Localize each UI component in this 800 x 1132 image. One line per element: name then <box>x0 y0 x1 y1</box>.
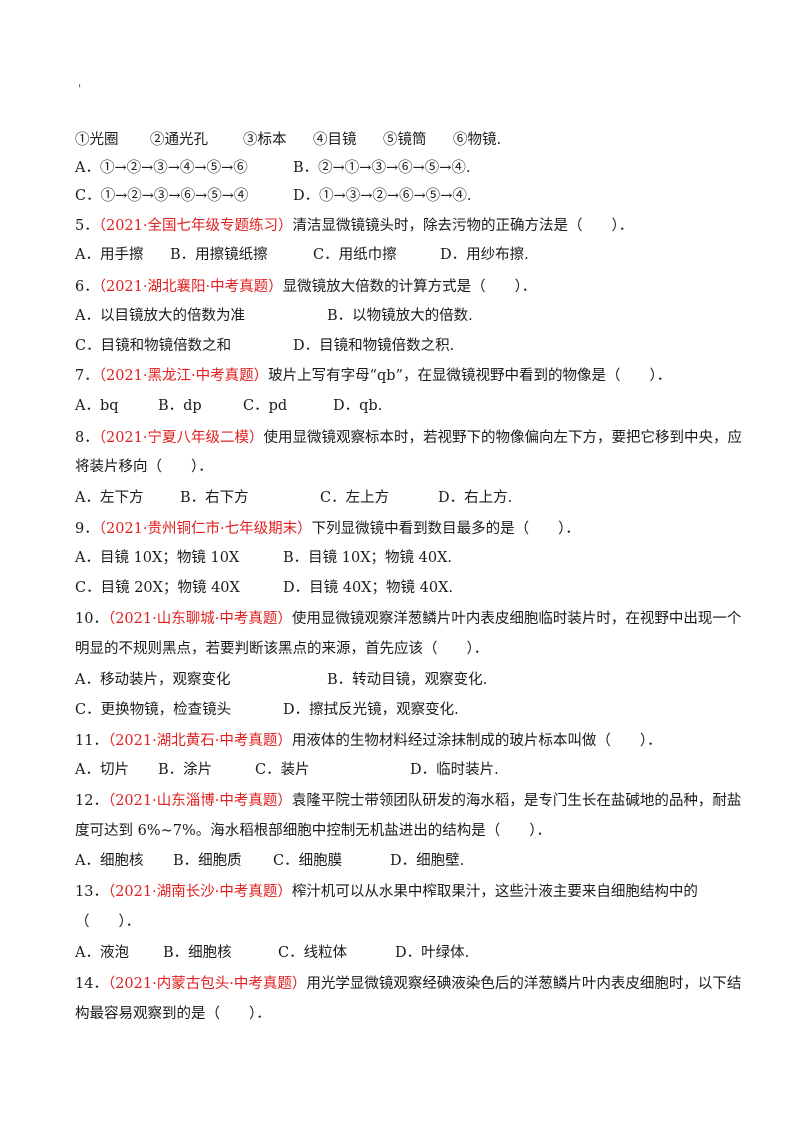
q11-option-c: C．装片 <box>255 762 310 778</box>
q12-number: 12． <box>75 793 108 809</box>
q10-option-d: D．擦拭反光镜，观察变化. <box>283 702 459 718</box>
q6-option-a: A．以目镜放大的倍数为准 <box>75 308 245 324</box>
q8-source: （2021·宁夏八年级二模） <box>98 430 264 446</box>
q4-option-a: A．①→②→③→④→⑤→⑥ <box>75 160 248 176</box>
q12-text-cont: 度可达到 6%~7%。海水稻根部细胞中控制无机盐进出的结构是（ ）． <box>75 823 552 839</box>
q6-text: 显微镜放大倍数的计算方式是（ ）． <box>282 279 537 295</box>
q4-option-b: B．②→①→③→⑥→⑤→④. <box>293 160 471 176</box>
q8-option-c: C．左上方 <box>320 490 390 506</box>
q11-option-d: D．临时装片. <box>410 762 499 778</box>
q12-option-b: B．细胞质 <box>173 853 242 869</box>
q8-stem: 8．（2021·宁夏八年级二模）使用显微镜观察标本时，若视野下的物像偏向左下方，… <box>75 428 742 448</box>
q8-option-b: B．右下方 <box>180 490 249 506</box>
q7-option-c: C．pd <box>243 398 288 414</box>
part-3: ③标本 <box>243 132 287 148</box>
q7-text: 玻片上写有字母“qb”，在显微镜视野中看到的物像是（ ）． <box>268 368 672 384</box>
q5-option-c: C．用纸巾擦 <box>313 247 397 263</box>
q5-stem: 5．（2021·全国七年级专题练习）清洁显微镜镜头时，除去污物的正确方法是（ ）… <box>75 216 633 236</box>
q13-option-d: D．叶绿体. <box>395 945 470 961</box>
q14-source: （2021·内蒙古包头·中考真题） <box>107 976 307 992</box>
q9-source: （2021·贵州铜仁市·七年级期末） <box>98 521 312 537</box>
q12-option-d: D．细胞壁. <box>390 853 465 869</box>
q6-option-d: D．目镜和物镜倍数之积. <box>293 338 455 354</box>
q5-option-b: B．用擦镜纸擦 <box>170 247 268 263</box>
q7-number: 7． <box>75 368 99 384</box>
q12-stem-cont: 度可达到 6%~7%。海水稻根部细胞中控制无机盐进出的结构是（ ）． <box>75 821 551 841</box>
q10-source: （2021·山东聊城·中考真题） <box>107 611 292 627</box>
q10-stem-cont: 明显的不规则黑点，若要判断该黑点的来源，首先应该（ ）． <box>75 639 488 659</box>
q7-option-b: B．dp <box>158 398 202 414</box>
q12-option-a: A．细胞核 <box>75 853 144 869</box>
q9-number: 9． <box>75 521 99 537</box>
q13-stem: 13．（2021·湖南长沙·中考真题）榨汁机可以从水果中榨取果汁，这些汁液主要来… <box>75 882 698 902</box>
q11-option-b: B．涂片 <box>158 762 213 778</box>
q10-option-b: B．转动目镜，观察变化. <box>327 672 488 688</box>
q9-option-b: B．目镜 10X；物镜 40X. <box>283 550 453 566</box>
q13-option-a: A．液泡 <box>75 945 129 961</box>
q11-number: 11． <box>75 733 108 749</box>
q14-number: 14． <box>75 976 108 992</box>
q4-option-d: D．①→③→②→⑥→⑤→④. <box>293 188 472 204</box>
q7-source: （2021·黑龙江·中考真题） <box>98 368 269 384</box>
q9-option-c: C．目镜 20X；物镜 40X <box>75 580 240 596</box>
q11-text: 用液体的生物材料经过涂抹制成的玻片标本叫做（ ）． <box>291 733 662 749</box>
part-1: ①光圈 <box>75 132 119 148</box>
q8-option-d: D．右上方. <box>438 490 513 506</box>
q5-number: 5． <box>75 218 99 234</box>
q8-text-cont: 将装片移向（ ）． <box>75 459 213 475</box>
q8-text: 使用显微镜观察标本时，若视野下的物像偏向左下方，要把它移到中央，应 <box>263 430 743 446</box>
q10-number: 10． <box>75 611 108 627</box>
q5-source: （2021·全国七年级专题练习） <box>98 218 293 234</box>
q10-text: 使用显微镜观察洋葱鳞片叶内表皮细胞临时装片时，在视野中出现一个 <box>291 611 742 627</box>
q6-source: （2021·湖北襄阳·中考真题） <box>98 279 283 295</box>
q8-stem-cont: 将装片移向（ ）． <box>75 457 213 477</box>
q13-number: 13． <box>75 884 108 900</box>
q12-text: 袁隆平院士带领团队研发的海水稻，是专门生长在盐碱地的品种，耐盐 <box>291 793 742 809</box>
q9-option-a: A．目镜 10X；物镜 10X <box>75 550 240 566</box>
q13-source: （2021·湖南长沙·中考真题） <box>107 884 292 900</box>
q12-source: （2021·山东淄博·中考真题） <box>107 793 292 809</box>
q9-stem: 9．（2021·贵州铜仁市·七年级期末）下列显微镜中看到数目最多的是（ ）． <box>75 519 580 539</box>
q13-stem-cont: （ ）． <box>75 912 140 932</box>
q11-source: （2021·湖北黄石·中考真题） <box>107 733 292 749</box>
q10-option-a: A．移动装片，观察变化 <box>75 672 231 688</box>
q13-option-c: C．线粒体 <box>278 945 348 961</box>
part-4: ④目镜 <box>313 132 357 148</box>
q5-option-d: D．用纱布擦. <box>440 247 529 263</box>
q14-stem-cont: 构最容易观察到的是（ ）． <box>75 1004 271 1024</box>
q11-stem: 11．（2021·湖北黄石·中考真题）用液体的生物材料经过涂抹制成的玻片标本叫做… <box>75 731 662 751</box>
q7-option-a: A．bq <box>75 398 119 414</box>
q12-option-c: C．细胞膜 <box>273 853 343 869</box>
q14-text-cont: 构最容易观察到的是（ ）． <box>75 1006 271 1022</box>
q4-option-c: C．①→②→③→⑥→⑤→④ <box>75 188 249 204</box>
q5-option-a: A．用手擦 <box>75 247 144 263</box>
q8-number: 8． <box>75 430 99 446</box>
q7-option-d: D．qb. <box>333 398 383 414</box>
q10-option-c: C．更换物镜，检查镜头 <box>75 702 232 718</box>
q10-stem: 10．（2021·山东聊城·中考真题）使用显微镜观察洋葱鳞片叶内表皮细胞临时装片… <box>75 609 741 629</box>
q9-option-d: D．目镜 40X；物镜 40X. <box>283 580 453 596</box>
top-mark: ' <box>78 82 82 96</box>
q8-option-a: A．左下方 <box>75 490 144 506</box>
q14-text: 用光学显微镜观察经碘液染色后的洋葱鳞片叶内表皮细胞时，以下结 <box>306 976 742 992</box>
q6-option-b: B．以物镜放大的倍数. <box>327 308 473 324</box>
q13-text-cont: （ ）． <box>75 914 141 930</box>
part-6: ⑥物镜. <box>453 132 502 148</box>
q10-text-cont: 明显的不规则黑点，若要判断该黑点的来源，首先应该（ ）． <box>75 641 489 657</box>
part-2: ②通光孔 <box>150 132 208 148</box>
q5-text: 清洁显微镜镜头时，除去污物的正确方法是（ ）． <box>292 218 634 234</box>
q14-stem: 14．（2021·内蒙古包头·中考真题）用光学显微镜观察经碘液染色后的洋葱鳞片叶… <box>75 974 741 994</box>
q13-text: 榨汁机可以从水果中榨取果汁，这些汁液主要来自细胞结构中的 <box>291 884 698 900</box>
q9-text: 下列显微镜中看到数目最多的是（ ）． <box>311 521 580 537</box>
q13-option-b: B．细胞核 <box>163 945 232 961</box>
q6-number: 6． <box>75 279 99 295</box>
q6-stem: 6．（2021·湖北襄阳·中考真题）显微镜放大倍数的计算方式是（ ）． <box>75 277 536 297</box>
q12-stem: 12．（2021·山东淄博·中考真题）袁隆平院士带领团队研发的海水稻，是专门生长… <box>75 791 741 811</box>
q7-stem: 7．（2021·黑龙江·中考真题）玻片上写有字母“qb”，在显微镜视野中看到的物… <box>75 366 671 386</box>
q6-option-c: C．目镜和物镜倍数之和 <box>75 338 232 354</box>
q11-option-a: A．切片 <box>75 762 129 778</box>
part-5: ⑤镜筒 <box>383 132 427 148</box>
